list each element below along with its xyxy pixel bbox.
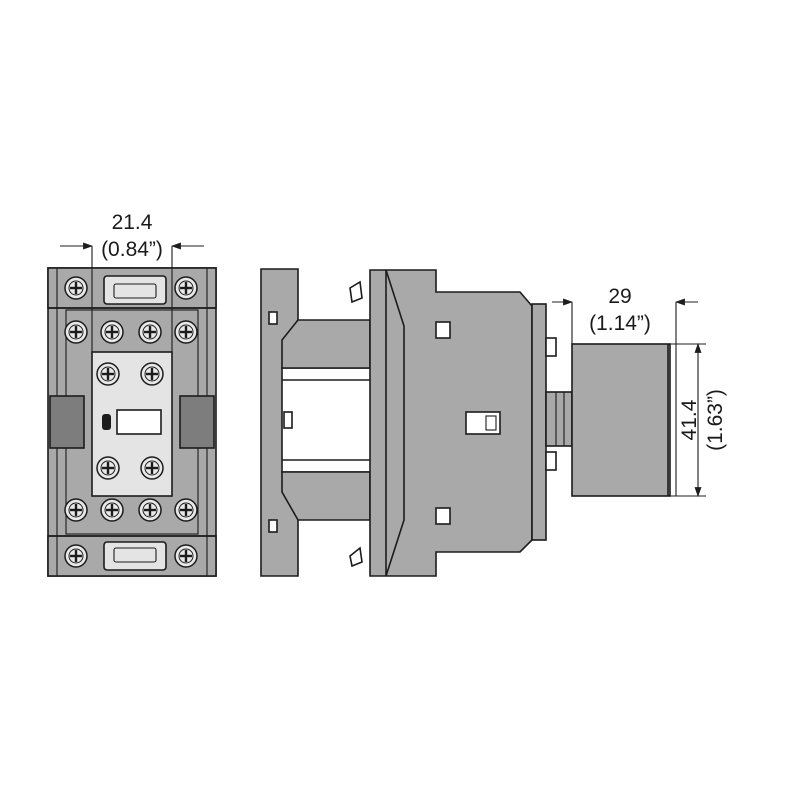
terminal-screw: [174, 498, 198, 522]
indicator-led: [102, 414, 111, 430]
terminal-screw: [96, 362, 120, 386]
coil-height-inches: (1.63”): [704, 389, 727, 451]
terminal-screw: [140, 362, 164, 386]
front-screws: [64, 276, 198, 568]
terminal-screw: [174, 276, 198, 300]
terminal-screw: [64, 544, 88, 568]
front-view: [47, 246, 217, 577]
back-plate: [531, 303, 547, 541]
terminal-screw: [96, 456, 120, 480]
terminal-screw: [100, 498, 124, 522]
dimension-front-width: 21.4 (0.84”): [60, 211, 204, 261]
left-side-tab: [49, 395, 85, 449]
side-view: [260, 268, 671, 577]
terminal-screw: [174, 320, 198, 344]
module-window: [116, 409, 162, 435]
terminal-screw: [100, 320, 124, 344]
terminal-screw: [138, 498, 162, 522]
top-bracket: [103, 275, 167, 305]
terminal-screw: [140, 456, 164, 480]
dimension-coil-depth: 29 (1.14”): [552, 285, 698, 496]
side-indicator: [465, 411, 501, 435]
front-width-inches: (0.84”): [101, 238, 163, 261]
terminal-screw: [64, 276, 88, 300]
terminal-screw: [64, 320, 88, 344]
terminal-screw: [174, 544, 198, 568]
coil-depth-inches: (1.14”): [589, 312, 651, 335]
right-side-tab: [179, 395, 215, 449]
terminal-screw: [64, 498, 88, 522]
main-housing: [369, 269, 533, 577]
terminal-screw: [138, 320, 162, 344]
dimension-coil-height: 41.4 (1.63”): [670, 343, 727, 497]
front-width-value: 21.4: [112, 211, 153, 234]
coil-height-value: 41.4: [678, 399, 701, 440]
coil-depth-value: 29: [608, 285, 631, 308]
bottom-bracket: [103, 541, 167, 571]
coil: [571, 343, 671, 497]
din-rail: [281, 367, 373, 473]
